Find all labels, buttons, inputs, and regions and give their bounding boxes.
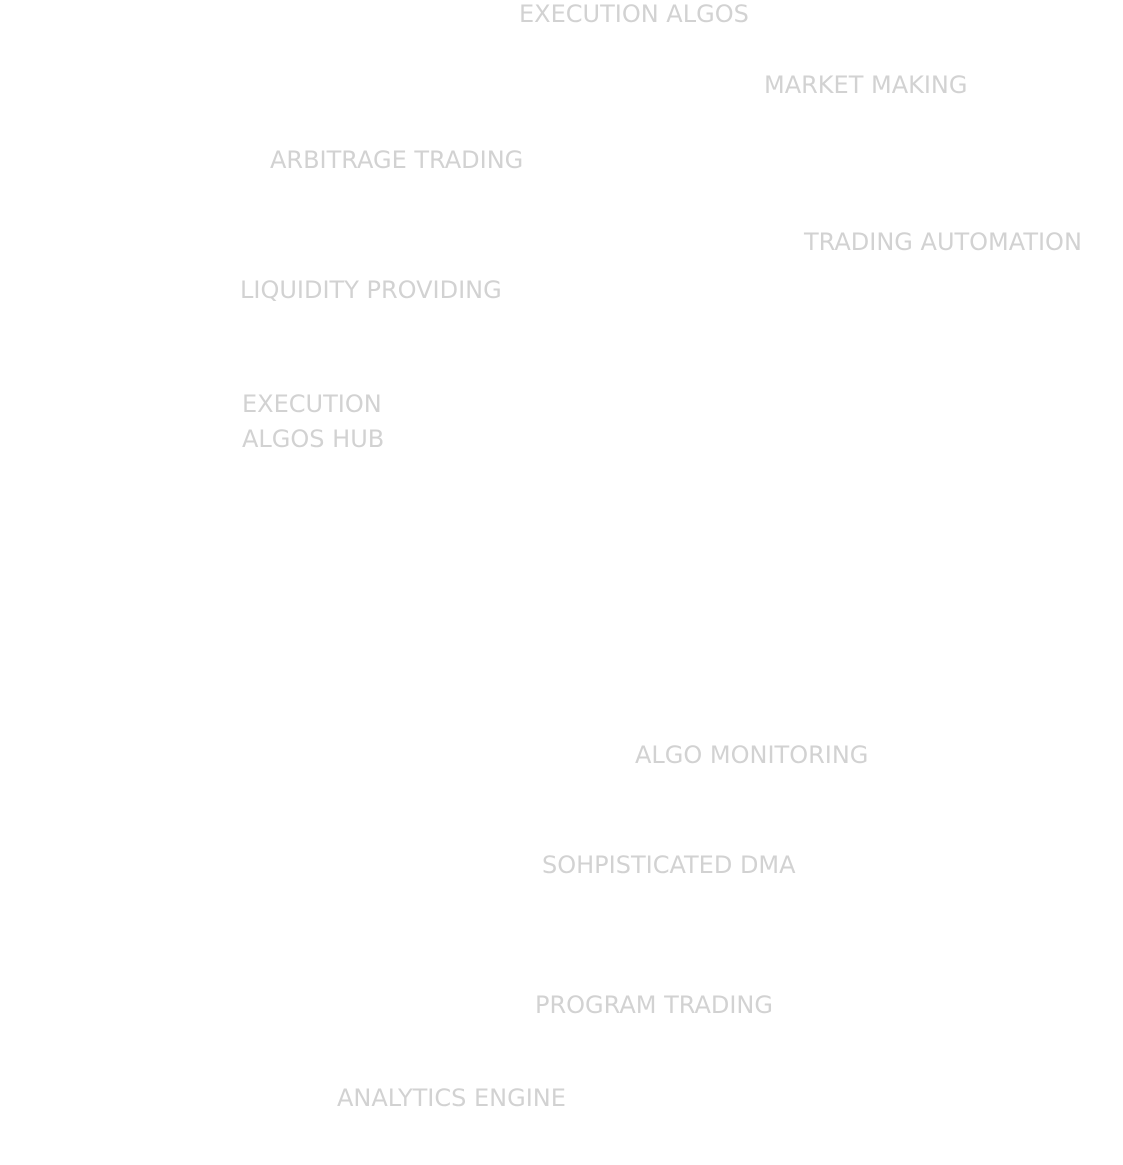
label-algo-monitoring: ALGO MONITORING	[635, 741, 869, 769]
label-trading-automation: TRADING AUTOMATION	[804, 228, 1082, 256]
label-liquidity-providing: LIQUIDITY PROVIDING	[240, 276, 502, 304]
label-program-trading: PROGRAM TRADING	[535, 991, 773, 1019]
label-execution-algos: EXECUTION ALGOS	[519, 0, 749, 28]
label-sophisticated-dma: SOHPISTICATED DMA	[542, 851, 796, 879]
label-market-making: MARKET MAKING	[764, 71, 968, 99]
label-arbitrage-trading: ARBITRAGE TRADING	[270, 146, 524, 174]
label-analytics-engine: ANALYTICS ENGINE	[337, 1084, 566, 1112]
label-hub-line1: EXECUTION	[242, 390, 382, 418]
label-hub-line2: ALGOS HUB	[242, 425, 385, 453]
